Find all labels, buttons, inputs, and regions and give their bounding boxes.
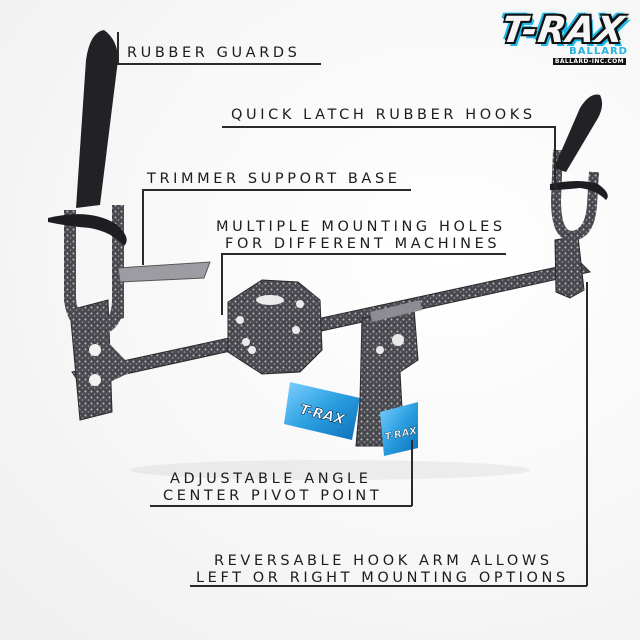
callout-rubber-guards: RUBBER GUARDS <box>127 45 301 61</box>
callout-line-quick-latch-v <box>554 126 556 188</box>
callout-line-trimmer-support-v <box>142 189 144 265</box>
callout-reversable-line1: REVERSABLE HOOK ARM ALLOWS <box>214 553 553 569</box>
callout-quick-latch: QUICK LATCH RUBBER HOOKS <box>231 107 536 123</box>
callout-line-reversable-h <box>190 585 587 587</box>
callout-line-rubber-guards-v <box>117 32 119 64</box>
brand-logo: T-RAX BALLARD BALLARD-INC.COM <box>492 4 634 72</box>
callout-mounting-holes-line2: FOR DIFFERENT MACHINES <box>225 236 501 252</box>
callout-line-reversable-v <box>586 282 588 586</box>
callout-line-quick-latch-h <box>222 126 555 128</box>
callout-line-pivot-v <box>411 440 413 506</box>
callout-line-mounting-holes-h <box>221 253 506 255</box>
callout-line-rubber-guards-h <box>117 63 321 65</box>
callout-pivot-line2: CENTER PIVOT POINT <box>163 488 383 504</box>
logo-text: T-RAX <box>499 10 628 51</box>
callout-line-pivot-h <box>150 505 412 507</box>
logo-url: BALLARD-INC.COM <box>552 58 626 65</box>
logo-subtext: BALLARD <box>569 46 628 57</box>
callout-line-mounting-holes-v <box>221 253 223 315</box>
callout-line-trimmer-support-h <box>142 189 411 191</box>
callout-mounting-holes-line1: MULTIPLE MOUNTING HOLES <box>216 219 506 235</box>
callout-reversable-line2: LEFT OR RIGHT MOUNTING OPTIONS <box>196 570 569 586</box>
callout-trimmer-support: TRIMMER SUPPORT BASE <box>147 171 401 187</box>
callout-pivot-line1: ADJUSTABLE ANGLE <box>170 471 372 487</box>
